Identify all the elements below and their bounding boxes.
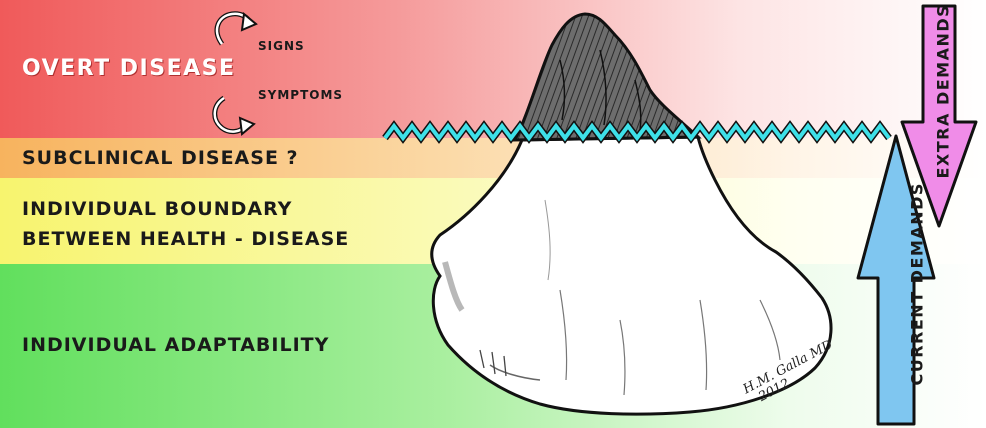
extra-demands-label: EXTRA DEMANDS <box>934 39 953 179</box>
adaptability-label: INDIVIDUAL ADAPTABILITY <box>22 334 329 356</box>
iceberg-peak <box>515 14 698 140</box>
overt-disease-label: OVERT DISEASE <box>22 56 236 81</box>
boundary-label-line1: INDIVIDUAL BOUNDARY <box>22 198 292 220</box>
curved-arrow-icon <box>217 14 256 44</box>
subclinical-label: SUBCLINICAL DISEASE ? <box>22 147 299 169</box>
symptoms-label: SYMPTOMS <box>258 88 343 102</box>
curved-arrow-icon <box>215 98 254 134</box>
current-demands-label: CURRENT DEMANDS <box>908 216 927 386</box>
signs-label: SIGNS <box>258 39 305 53</box>
boundary-label-line2: BETWEEN HEALTH - DISEASE <box>22 228 349 250</box>
